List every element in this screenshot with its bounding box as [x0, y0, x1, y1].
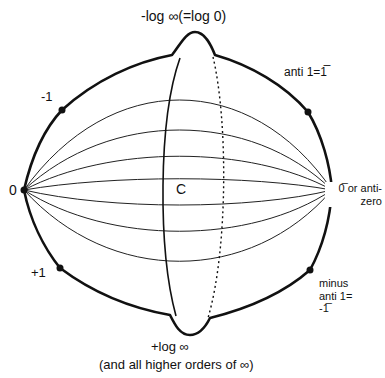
- point-dot: [57, 265, 64, 272]
- point-label: -1: [40, 90, 54, 105]
- top-pole-label: -log ∞(=log 0): [140, 8, 227, 24]
- point-dot: [21, 187, 28, 194]
- point-label: 0̅ or anti-zero: [325, 182, 383, 207]
- meridian-curve: [24, 100, 332, 190]
- point-label: minus anti 1= -1̅: [318, 277, 366, 315]
- spindle-outline: [24, 32, 332, 335]
- point-label: 0: [8, 182, 18, 198]
- inner-curves: [24, 100, 332, 261]
- meridian-curve: [24, 190, 332, 261]
- point-dot: [307, 267, 314, 274]
- centre-label: C: [175, 181, 187, 197]
- point-label: +1: [30, 266, 47, 281]
- point-dot: [305, 109, 312, 116]
- points: [21, 107, 336, 274]
- dotted-curve: [208, 57, 224, 318]
- bottom-note: (and all higher orders of ∞): [98, 358, 255, 373]
- point-dot: [59, 107, 66, 114]
- point-label: anti 1=1̅: [283, 66, 328, 80]
- bottom-pole-label: +log ∞: [150, 340, 190, 355]
